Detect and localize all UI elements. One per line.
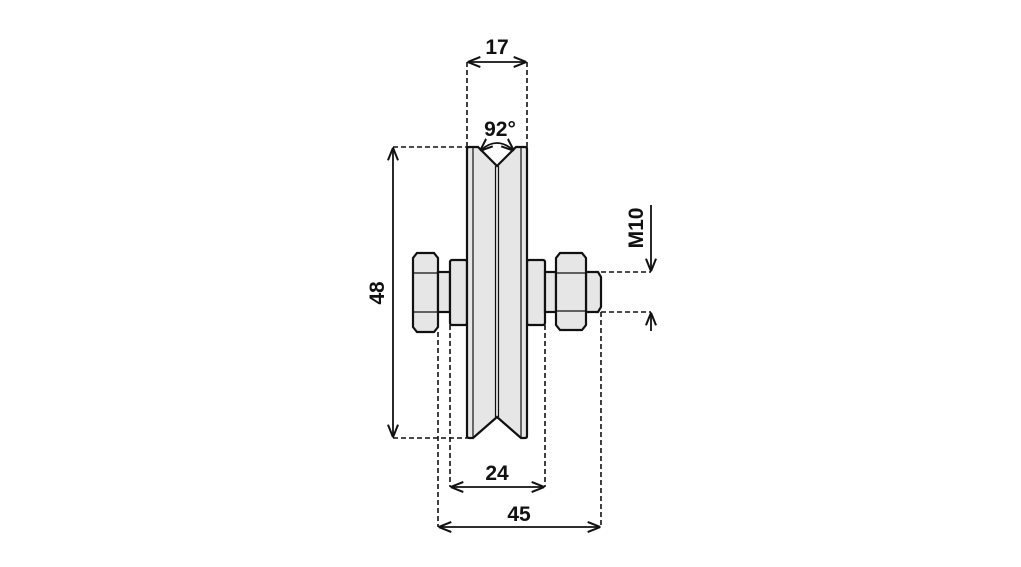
nut	[554, 251, 588, 332]
spacer-right	[525, 258, 547, 327]
bolt-end	[584, 270, 603, 314]
bolt-head	[411, 251, 440, 334]
thread-label: M10	[625, 208, 648, 249]
groove-angle-label: 92°	[484, 118, 516, 141]
v-groove-wheel	[465, 145, 529, 440]
spacer-left	[448, 258, 469, 327]
bolt-shank-left	[436, 270, 452, 314]
diameter-label: 48	[366, 281, 389, 305]
hub-width-label: 24	[485, 462, 509, 485]
overall-width-label: 45	[507, 503, 531, 526]
bolt-shank-right	[543, 270, 558, 314]
groove-width-label: 17	[485, 36, 508, 59]
extension-lines	[393, 62, 651, 527]
groove-angle-arc	[481, 143, 513, 150]
